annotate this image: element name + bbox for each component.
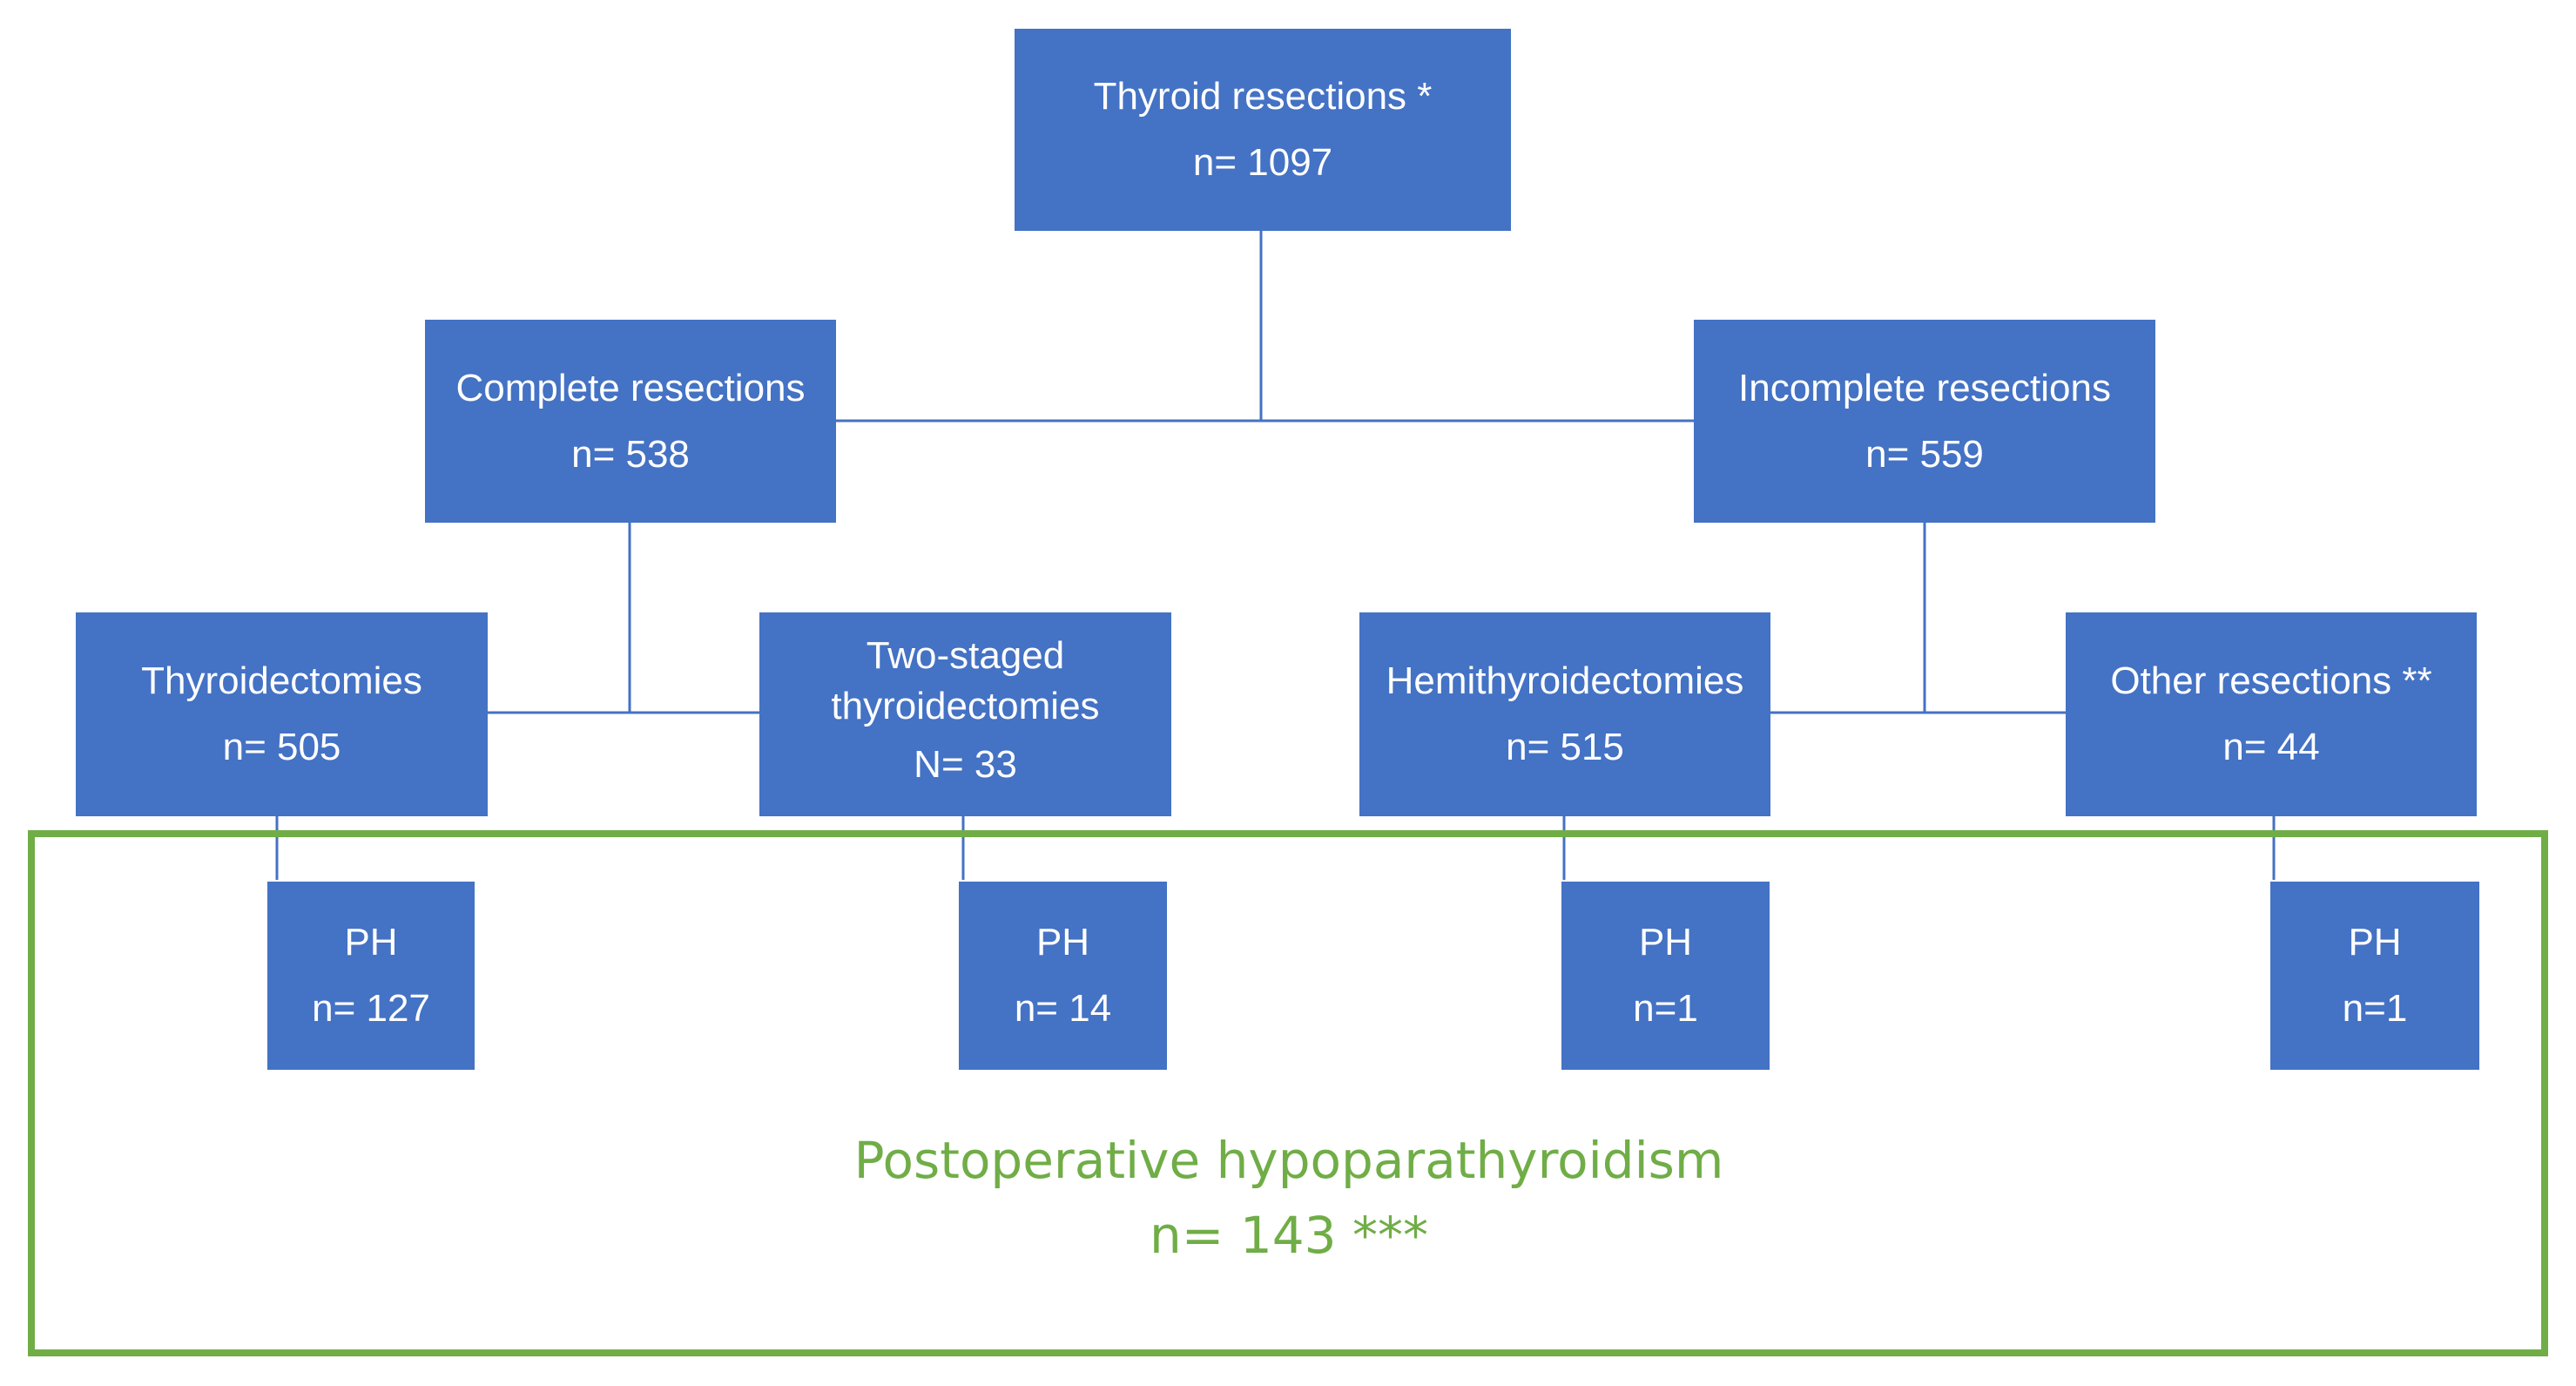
node-other-resections: Other resections ** n= 44 xyxy=(2066,612,2477,816)
node-incomplete-resections: Incomplete resections n= 559 xyxy=(1694,320,2155,523)
node-thyroidectomies-count: n= 505 xyxy=(222,726,341,768)
node-ph-thyroidectomies-count: n= 127 xyxy=(312,987,430,1030)
node-thyroid-resections-title: Thyroid resections * xyxy=(1093,75,1433,118)
node-thyroidectomies: Thyroidectomies n= 505 xyxy=(76,612,488,816)
node-two-staged-thyroidectomies: Two-staged thyroidectomies N= 33 xyxy=(759,612,1171,816)
ph-group-frame xyxy=(28,830,2548,1356)
node-thyroid-resections: Thyroid resections * n= 1097 xyxy=(1015,29,1511,231)
node-ph-two-staged: PH n= 14 xyxy=(959,882,1167,1070)
node-incomplete-resections-count: n= 559 xyxy=(1865,432,1984,476)
node-two-staged-title-line2: thyroidectomies xyxy=(831,685,1100,728)
node-ph-hemithyroidectomies-title: PH xyxy=(1638,921,1693,964)
node-hemithyroidectomies-title: Hemithyroidectomies xyxy=(1386,659,1744,703)
node-complete-resections-count: n= 538 xyxy=(571,432,690,476)
ph-summary: Postoperative hypoparathyroidism n= 143 … xyxy=(35,1124,2543,1274)
node-thyroidectomies-title: Thyroidectomies xyxy=(141,659,422,703)
node-ph-two-staged-count: n= 14 xyxy=(1014,987,1112,1030)
node-ph-thyroidectomies: PH n= 127 xyxy=(267,882,475,1070)
node-incomplete-resections-title: Incomplete resections xyxy=(1738,366,2111,409)
node-ph-hemithyroidectomies: PH n=1 xyxy=(1561,882,1770,1070)
node-ph-hemithyroidectomies-count: n=1 xyxy=(1633,987,1698,1030)
node-other-resections-title: Other resections ** xyxy=(2110,659,2432,703)
ph-summary-count: n= 143 *** xyxy=(1150,1205,1428,1265)
node-thyroid-resections-count: n= 1097 xyxy=(1192,141,1333,184)
node-ph-other-title: PH xyxy=(2348,921,2402,964)
node-complete-resections-title: Complete resections xyxy=(455,366,806,409)
node-hemithyroidectomies-count: n= 515 xyxy=(1506,726,1624,768)
node-ph-thyroidectomies-title: PH xyxy=(344,921,398,964)
node-other-resections-count: n= 44 xyxy=(2222,726,2320,768)
node-ph-other-count: n=1 xyxy=(2342,987,2408,1030)
node-hemithyroidectomies: Hemithyroidectomies n= 515 xyxy=(1359,612,1770,816)
node-two-staged-count: N= 33 xyxy=(914,743,1017,787)
node-complete-resections: Complete resections n= 538 xyxy=(425,320,836,523)
node-ph-two-staged-title: PH xyxy=(1035,921,1090,964)
node-ph-other: PH n=1 xyxy=(2270,882,2479,1070)
ph-summary-title: Postoperative hypoparathyroidism xyxy=(853,1131,1724,1190)
node-two-staged-title-line1: Two-staged xyxy=(866,634,1065,678)
